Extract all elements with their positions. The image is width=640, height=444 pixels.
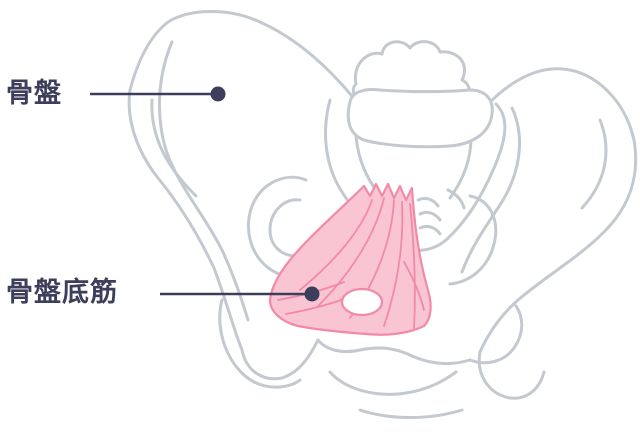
pubic-symphysis	[316, 338, 472, 365]
left-obturator	[218, 298, 302, 389]
pelvic-floor-label: 骨盤底筋	[6, 277, 118, 308]
left-wing-rim	[150, 98, 198, 198]
right-obturator	[477, 350, 546, 400]
sacral-foramina	[416, 188, 466, 236]
right-acetabulum	[448, 194, 498, 286]
pelvis-label: 骨盤	[6, 78, 62, 109]
urethral-opening	[340, 287, 384, 317]
right-iliac-wing	[478, 67, 638, 354]
right-wing-rim	[580, 118, 608, 210]
pelvis-pointer-dot	[210, 86, 226, 102]
right-wing-inner-ridge	[460, 106, 522, 274]
left-acetabulum-inner	[268, 198, 302, 258]
right-pubic-ramus	[468, 304, 524, 365]
ischium-bottom	[328, 370, 464, 419]
pelvic-floor-pointer-dot	[304, 286, 320, 302]
left-pubic-ramus	[240, 338, 320, 381]
sacrum	[324, 98, 507, 252]
left-iliac-wing	[127, 10, 354, 352]
vertebral-body	[346, 88, 494, 149]
left-wing-inner-ridge	[157, 40, 250, 322]
